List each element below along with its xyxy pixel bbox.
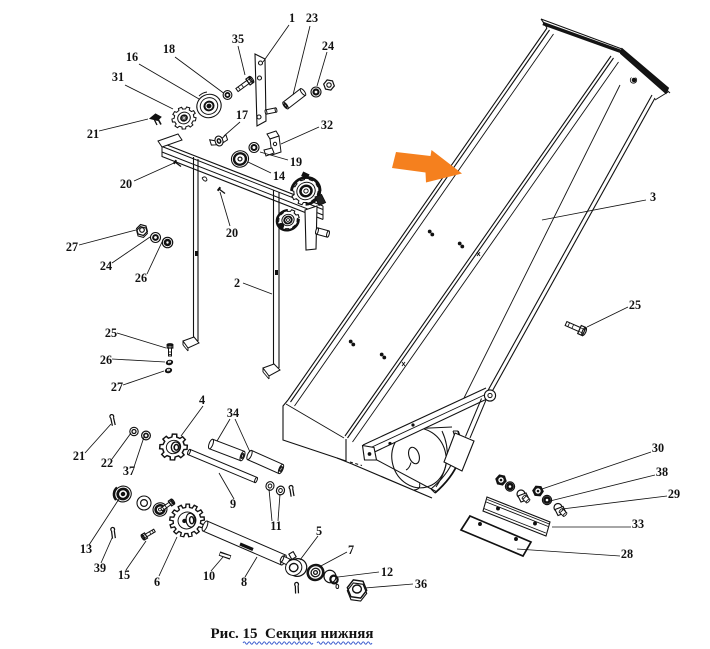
svg-text:22: 22 — [101, 456, 113, 470]
svg-text:15: 15 — [118, 568, 130, 582]
svg-text:7: 7 — [348, 543, 354, 557]
svg-text:1: 1 — [289, 11, 295, 25]
svg-text:23: 23 — [306, 11, 318, 25]
svg-text:28: 28 — [621, 547, 633, 561]
svg-text:37: 37 — [123, 464, 135, 478]
svg-text:21: 21 — [73, 449, 85, 463]
svg-text:26: 26 — [100, 353, 112, 367]
svg-text:26: 26 — [135, 271, 147, 285]
svg-text:5: 5 — [316, 524, 322, 538]
svg-text:30: 30 — [652, 441, 664, 455]
svg-text:12: 12 — [381, 565, 393, 579]
svg-text:8: 8 — [241, 575, 247, 589]
svg-text:Рис. 15 Секция нижняя: Рис. 15 Секция нижняя — [211, 626, 374, 642]
svg-text:13: 13 — [80, 542, 92, 556]
svg-text:24: 24 — [322, 39, 334, 53]
svg-text:25: 25 — [629, 298, 641, 312]
svg-text:2: 2 — [234, 276, 240, 290]
svg-text:3: 3 — [650, 190, 656, 204]
svg-text:6: 6 — [154, 575, 160, 589]
svg-text:34: 34 — [227, 406, 239, 420]
svg-text:4: 4 — [199, 393, 205, 407]
svg-text:16: 16 — [126, 50, 138, 64]
svg-text:19: 19 — [290, 155, 302, 169]
svg-text:20: 20 — [120, 177, 132, 191]
svg-text:29: 29 — [668, 487, 680, 501]
svg-text:38: 38 — [656, 465, 668, 479]
svg-text:24: 24 — [100, 259, 112, 273]
svg-text:9: 9 — [230, 497, 236, 511]
svg-text:35: 35 — [232, 32, 244, 46]
svg-text:33: 33 — [632, 517, 644, 531]
svg-text:11: 11 — [270, 519, 282, 533]
svg-text:21: 21 — [87, 127, 99, 141]
svg-text:39: 39 — [94, 561, 106, 575]
svg-text:20: 20 — [226, 226, 238, 240]
svg-text:36: 36 — [415, 577, 427, 591]
svg-text:32: 32 — [321, 118, 333, 132]
svg-text:17: 17 — [236, 108, 248, 122]
svg-text:10: 10 — [203, 569, 215, 583]
svg-text:18: 18 — [163, 42, 175, 56]
svg-text:14: 14 — [273, 169, 285, 183]
svg-text:27: 27 — [66, 240, 78, 254]
svg-text:31: 31 — [112, 70, 124, 84]
svg-text:27: 27 — [111, 380, 123, 394]
svg-text:25: 25 — [105, 326, 117, 340]
